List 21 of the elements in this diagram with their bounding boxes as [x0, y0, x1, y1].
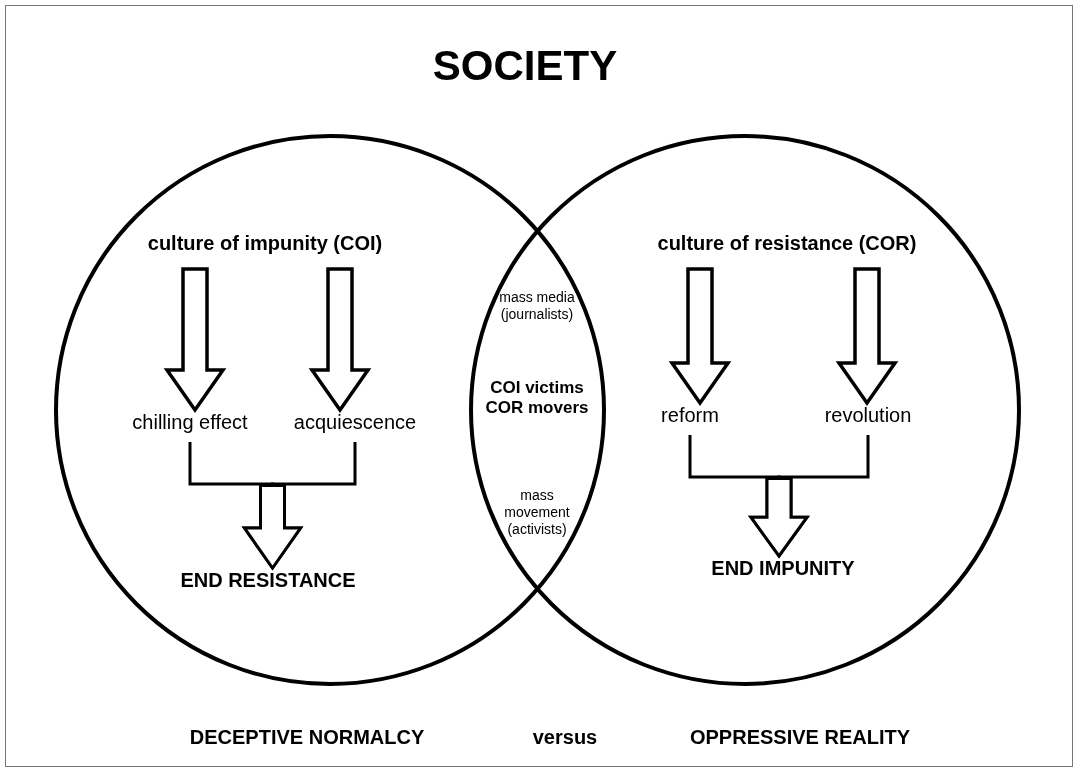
- block-arrow: [668, 267, 732, 407]
- heading-text: COI victims COR movers: [474, 377, 600, 419]
- node-text: mass media (journalists): [495, 289, 579, 323]
- node-text: mass movement (activists): [492, 486, 582, 538]
- label-text: OPPRESSIVE REALITY: [689, 725, 911, 749]
- heading-text: END RESISTANCE: [148, 568, 388, 592]
- heading-text: culture of resistance (COR): [637, 231, 937, 255]
- node-text: revolution: [803, 403, 933, 427]
- title: SOCIETY: [432, 40, 618, 91]
- node-text: reform: [640, 403, 740, 427]
- venn-circle: [54, 134, 606, 686]
- block-arrow: [308, 267, 372, 414]
- node-text: acquiescence: [280, 410, 430, 434]
- heading-text: culture of impunity (COI): [115, 231, 415, 255]
- label-text: DECEPTIVE NORMALCY: [189, 725, 425, 749]
- heading-text: END IMPUNITY: [673, 556, 893, 580]
- block-arrow: [163, 267, 227, 414]
- node-text: chilling effect: [105, 410, 275, 434]
- block-arrow: [835, 267, 899, 407]
- label-text: versus: [532, 725, 598, 749]
- venn-circle: [469, 134, 1021, 686]
